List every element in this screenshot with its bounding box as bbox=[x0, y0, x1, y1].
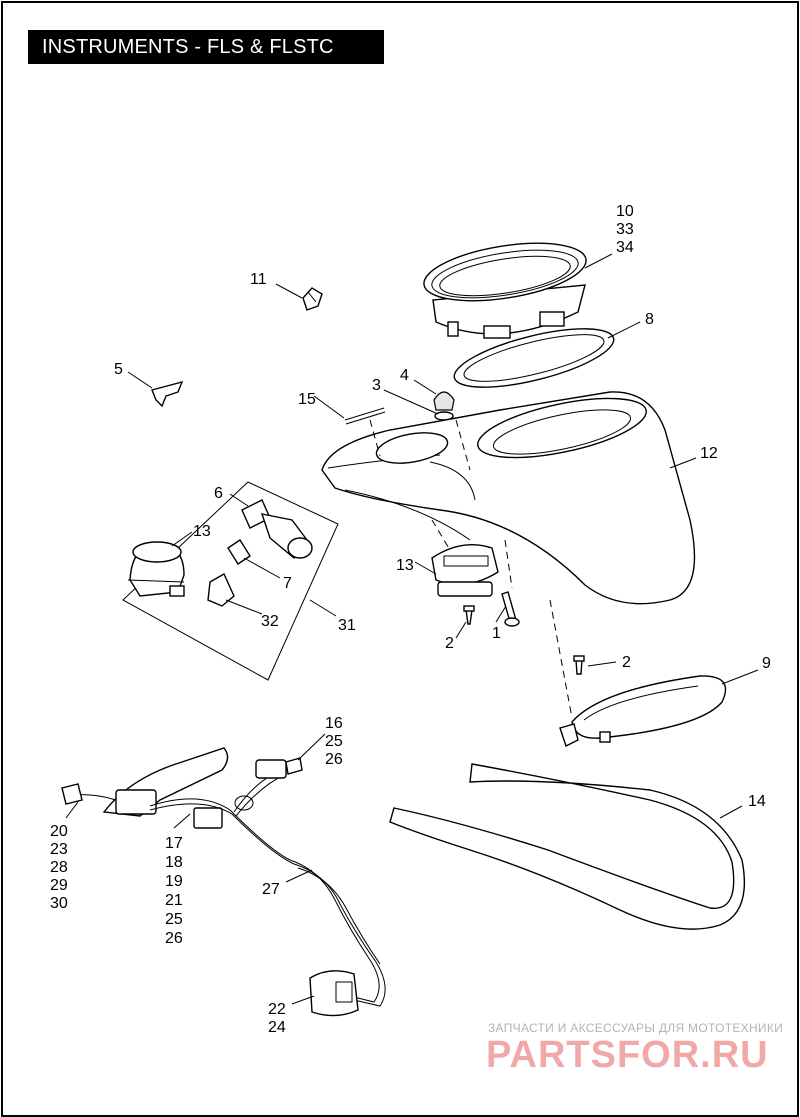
callout-line: 13 bbox=[193, 523, 211, 540]
ignition-switch-part bbox=[127, 541, 185, 597]
o-ring-part bbox=[344, 407, 386, 425]
leader-lines bbox=[65, 253, 759, 1005]
callout-line: 26 bbox=[165, 930, 183, 947]
callout-line: 34 bbox=[616, 239, 634, 256]
callout-line: 4 bbox=[400, 367, 409, 384]
callout-line: 26 bbox=[325, 751, 343, 768]
callout-line: 21 bbox=[165, 892, 183, 909]
callout-line: 16 bbox=[325, 715, 343, 732]
callout-c2b: 2 bbox=[622, 654, 631, 671]
callout-line: 24 bbox=[268, 1019, 286, 1036]
callout-c31: 31 bbox=[338, 617, 356, 634]
callout-line: 28 bbox=[50, 859, 68, 876]
callout-c9: 9 bbox=[762, 655, 771, 672]
console-housing-part bbox=[321, 391, 696, 605]
key-part bbox=[227, 539, 251, 565]
callout-line: 10 bbox=[616, 203, 634, 220]
callout-line: 33 bbox=[616, 221, 634, 238]
callout-line: 12 bbox=[700, 445, 718, 462]
callout-c8: 8 bbox=[645, 311, 654, 328]
trim-strip-part bbox=[389, 763, 746, 930]
callout-line: 13 bbox=[396, 557, 414, 574]
speedometer-part bbox=[423, 242, 587, 339]
clip-part bbox=[302, 287, 323, 311]
callout-c11: 11 bbox=[250, 271, 267, 288]
callout-line: 5 bbox=[114, 361, 123, 378]
callout-line: 7 bbox=[283, 575, 292, 592]
gasket-ring-part bbox=[453, 328, 615, 388]
callout-line: 15 bbox=[298, 391, 316, 408]
acorn-nut-part bbox=[433, 391, 455, 411]
callout-line: 14 bbox=[748, 793, 766, 810]
page-title: INSTRUMENTS - FLS & FLSTC bbox=[28, 30, 384, 64]
callout-line: 1 bbox=[492, 625, 501, 642]
callout-line: 27 bbox=[262, 881, 280, 898]
callout-c3: 3 bbox=[372, 377, 381, 394]
callout-c13a: 13 bbox=[193, 523, 211, 540]
callout-line: 6 bbox=[214, 485, 223, 502]
screw-part-2 bbox=[573, 655, 585, 675]
callout-c14: 14 bbox=[748, 793, 766, 810]
callout-c15: 15 bbox=[298, 391, 316, 408]
callout-line: 31 bbox=[338, 617, 356, 634]
callout-c27: 27 bbox=[262, 881, 280, 898]
ignition-switch-kit-box bbox=[122, 481, 339, 681]
callout-c7: 7 bbox=[283, 575, 292, 592]
mounting-bracket-part bbox=[559, 675, 727, 747]
callout-line: 20 bbox=[50, 823, 68, 840]
watermark-logo: PARTSFOR.RU bbox=[486, 1034, 769, 1076]
callout-c5: 5 bbox=[114, 361, 123, 378]
callout-line: 32 bbox=[261, 613, 279, 630]
callout-line: 29 bbox=[50, 877, 68, 894]
callout-c4: 4 bbox=[400, 367, 409, 384]
callout-c2a: 2 bbox=[445, 635, 454, 652]
callout-line: 3 bbox=[372, 377, 381, 394]
watermark-caption: ЗАПЧАСТИ И АКСЕССУАРЫ ДЛЯ МОТОТЕХНИКИ bbox=[488, 1021, 784, 1035]
callout-line: 30 bbox=[50, 895, 68, 912]
callout-line: 8 bbox=[645, 311, 654, 328]
callout-line: 9 bbox=[762, 655, 771, 672]
callout-line: 22 bbox=[268, 1001, 286, 1018]
callout-line: 17 bbox=[165, 835, 183, 852]
callout-line: 23 bbox=[50, 841, 68, 858]
callout-c1: 1 bbox=[492, 625, 501, 642]
wiring-harness-part bbox=[61, 747, 386, 1017]
callout-c6: 6 bbox=[214, 485, 223, 502]
callout-c32: 32 bbox=[261, 613, 279, 630]
callout-c17: 17 18 19 21 25 26 bbox=[165, 835, 183, 947]
indicator-lamp-housing-part bbox=[431, 543, 499, 597]
screw-part bbox=[463, 605, 475, 625]
callout-line: 2 bbox=[622, 654, 631, 671]
callout-line: 2 bbox=[445, 635, 454, 652]
bolt-part bbox=[501, 591, 520, 627]
tab-part bbox=[151, 380, 184, 408]
callout-line: 11 bbox=[250, 271, 267, 288]
callout-line: 25 bbox=[165, 911, 183, 928]
callout-line: 18 bbox=[165, 854, 183, 871]
lock-cylinder-part bbox=[241, 499, 313, 559]
callout-line: 19 bbox=[165, 873, 183, 890]
callout-c12: 12 bbox=[700, 445, 718, 462]
callout-c13b: 13 bbox=[396, 557, 414, 574]
callout-line: 25 bbox=[325, 733, 343, 750]
